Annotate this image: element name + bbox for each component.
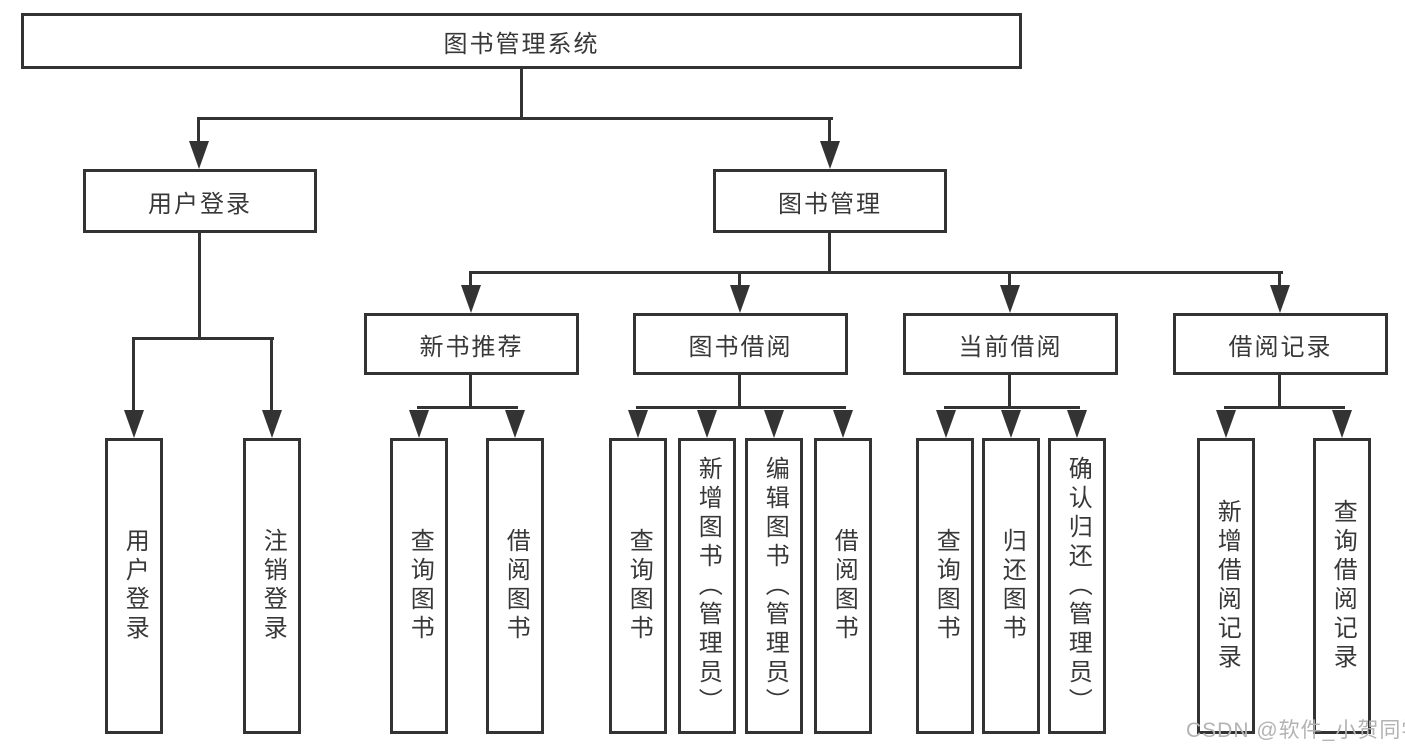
node-user-login: 用户登录 bbox=[83, 169, 317, 233]
node-book-management-label: 图书管理 bbox=[778, 190, 882, 218]
node-current-borrow: 当前借阅 bbox=[903, 313, 1118, 375]
leaf-br-add-record: 新增借阅记录 bbox=[1197, 438, 1255, 734]
leaf-user-login: 用户登录 bbox=[105, 438, 163, 734]
leaf-bb-query-books-label: 查询图书 bbox=[625, 528, 653, 644]
leaf-bb-add-books-admin: 新增图书（管理员） bbox=[678, 438, 736, 734]
node-book-borrow-label: 图书借阅 bbox=[688, 333, 793, 361]
connector-root-stem bbox=[520, 69, 523, 120]
connector-stem-new-book bbox=[469, 274, 472, 289]
leaf-nb-borrow-books-label: 借阅图书 bbox=[502, 528, 530, 644]
arrowhead-cb-query bbox=[936, 410, 956, 438]
connector-new-book-bar bbox=[417, 406, 518, 409]
connector-book-borrow-stem bbox=[738, 375, 741, 409]
node-book-borrow: 图书借阅 bbox=[633, 313, 848, 375]
leaf-cb-confirm-return-admin: 确认归还（管理员） bbox=[1048, 438, 1106, 734]
connector-stem-book-borrow bbox=[738, 274, 741, 289]
leaf-nb-borrow-books: 借阅图书 bbox=[486, 438, 544, 734]
leaf-user-login-label: 用户登录 bbox=[121, 528, 149, 644]
arrowhead-book-mgmt bbox=[820, 141, 840, 169]
node-new-book-recommend: 新书推荐 bbox=[364, 313, 579, 375]
leaf-bb-borrow-books: 借阅图书 bbox=[814, 438, 872, 734]
arrowhead-borrow-records bbox=[1270, 285, 1290, 313]
arrowhead-user-login bbox=[189, 141, 209, 169]
arrowhead-bb-query bbox=[628, 410, 648, 438]
connector-new-book-stem bbox=[469, 375, 472, 409]
arrowhead-br-query bbox=[1332, 410, 1352, 438]
arrowhead-bb-edit bbox=[764, 410, 784, 438]
arrowhead-new-book bbox=[461, 285, 481, 313]
arrowhead-nb-borrow bbox=[505, 410, 525, 438]
leaf-bb-edit-books-admin-label: 编辑图书（管理员） bbox=[761, 455, 789, 717]
arrowhead-nb-query bbox=[409, 410, 429, 438]
leaf-br-add-record-label: 新增借阅记录 bbox=[1213, 499, 1241, 673]
leaf-cb-query-books-label: 查询图书 bbox=[932, 528, 960, 644]
leaf-bb-borrow-books-label: 借阅图书 bbox=[830, 528, 858, 644]
node-borrow-records-label: 借阅记录 bbox=[1228, 333, 1333, 361]
leaf-logout-label: 注销登录 bbox=[259, 528, 287, 644]
node-root-system-label: 图书管理系统 bbox=[443, 30, 600, 58]
arrowhead-bb-add bbox=[697, 410, 717, 438]
leaf-br-query-record-label: 查询借阅记录 bbox=[1329, 499, 1357, 673]
connector-current-borrow-bar bbox=[944, 406, 1080, 409]
leaf-nb-query-books-label: 查询图书 bbox=[406, 528, 434, 644]
arrowhead-leaf-user-login bbox=[124, 410, 144, 438]
node-user-login-label: 用户登录 bbox=[148, 190, 252, 218]
leaf-bb-add-books-admin-label: 新增图书（管理员） bbox=[694, 455, 722, 717]
connector-stem-user-login bbox=[197, 120, 200, 145]
arrowhead-bb-borrow bbox=[833, 410, 853, 438]
connector-current-borrow-stem bbox=[1008, 375, 1011, 409]
arrowhead-cb-confirm bbox=[1067, 410, 1087, 438]
leaf-bb-query-books: 查询图书 bbox=[609, 438, 667, 734]
watermark: CSDN @软件_小贺同学 bbox=[1186, 719, 1405, 742]
arrowhead-book-borrow bbox=[730, 285, 750, 313]
connector-stem-leaf-logout bbox=[270, 340, 273, 414]
arrowhead-current-borrow bbox=[1000, 285, 1020, 313]
leaf-cb-return-books-label: 归还图书 bbox=[998, 528, 1026, 644]
arrowhead-leaf-logout bbox=[262, 410, 282, 438]
connector-stem-leaf-user-login bbox=[132, 340, 135, 414]
node-root-system: 图书管理系统 bbox=[21, 13, 1022, 69]
connector-user-login-bar bbox=[132, 337, 274, 340]
node-current-borrow-label: 当前借阅 bbox=[958, 333, 1063, 361]
connector-stem-current-borrow bbox=[1008, 274, 1011, 289]
connector-stem-borrow-records bbox=[1278, 274, 1281, 289]
leaf-bb-edit-books-admin: 编辑图书（管理员） bbox=[745, 438, 803, 734]
leaf-br-query-record: 查询借阅记录 bbox=[1313, 438, 1371, 734]
leaf-logout: 注销登录 bbox=[243, 438, 301, 734]
connector-book-mgmt-stem bbox=[828, 233, 831, 274]
leaf-cb-return-books: 归还图书 bbox=[982, 438, 1040, 734]
arrowhead-cb-return bbox=[1001, 410, 1021, 438]
leaf-nb-query-books: 查询图书 bbox=[390, 438, 448, 734]
connector-borrow-records-bar bbox=[1224, 406, 1345, 409]
leaf-cb-confirm-return-admin-label: 确认归还（管理员） bbox=[1064, 455, 1092, 717]
connector-book-borrow-bar bbox=[636, 406, 846, 409]
arrowhead-br-add bbox=[1216, 410, 1236, 438]
connector-stem-book-mgmt bbox=[828, 120, 831, 145]
connector-borrow-records-stem bbox=[1278, 375, 1281, 409]
leaf-cb-query-books: 查询图书 bbox=[916, 438, 974, 734]
connector-level2-bar bbox=[197, 117, 833, 120]
node-book-management: 图书管理 bbox=[713, 169, 947, 233]
node-new-book-recommend-label: 新书推荐 bbox=[419, 333, 524, 361]
connector-level3-bar bbox=[469, 271, 1283, 274]
node-borrow-records: 借阅记录 bbox=[1173, 313, 1388, 375]
connector-user-login-stem bbox=[198, 233, 201, 340]
